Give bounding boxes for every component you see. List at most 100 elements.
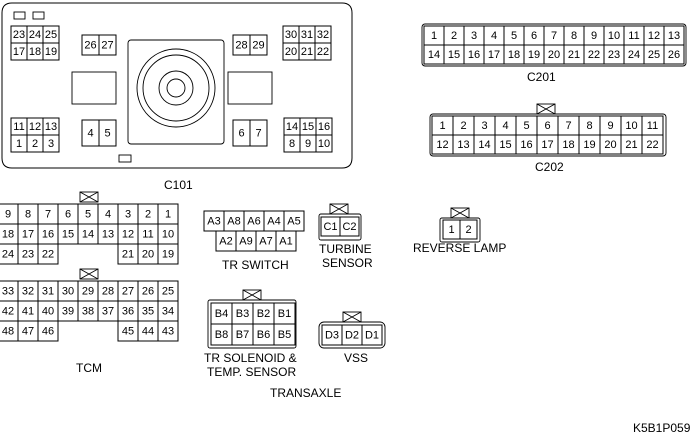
tcm-pin-label: 31 [42, 286, 54, 298]
tr-solenoid-pin-B4: B4 [210, 302, 233, 325]
c101-pin-label: 30 [285, 29, 297, 41]
tcm-pin-label: 13 [102, 229, 114, 241]
tr-switch-pin-A4: A4 [263, 210, 285, 232]
c101-pin-label: 14 [286, 121, 298, 133]
tr-switch-pin-label: A5 [287, 216, 300, 228]
c201-pin-4: 4 [483, 25, 505, 46]
tcm-pin-17: 17 [17, 223, 39, 245]
tcm-pin-label: 34 [162, 306, 174, 318]
c101-pin-20: 20 [282, 42, 300, 61]
c201-pin-label: 7 [551, 30, 557, 42]
c202-pin-label: 8 [586, 120, 592, 132]
vss-pin-label: D1 [365, 330, 379, 342]
tr-solenoid-label: TR SOLENOID & [204, 351, 297, 365]
c201-pin-label: 13 [668, 30, 680, 42]
c101-pin-label: 6 [238, 128, 244, 140]
tcm-pin-5: 5 [77, 203, 99, 225]
c202-pin-5: 5 [515, 115, 538, 136]
c101-pin-label: 7 [255, 128, 261, 140]
tr-solenoid-pin-label: B1 [278, 308, 291, 320]
tcm-pin-label: 28 [102, 286, 114, 298]
c201-pin-1: 1 [423, 25, 445, 46]
tcm-pin-label: 46 [42, 326, 54, 338]
c101-pin-label: 9 [305, 138, 311, 150]
c201-pin-2: 2 [443, 25, 465, 46]
tcm-pin-25: 25 [157, 280, 179, 302]
turbine-pin-label: C1 [323, 221, 337, 233]
tcm-pin-label: 39 [62, 306, 74, 318]
c201-pin-9: 9 [583, 25, 605, 46]
tcm-pin-16: 16 [37, 223, 59, 245]
c202-pin-7: 7 [557, 115, 580, 136]
c202-label: C202 [535, 160, 564, 174]
c202-pin-21: 21 [620, 134, 643, 155]
tcm-pin-10: 10 [157, 223, 179, 245]
tr-switch-pin-A3: A3 [203, 210, 225, 232]
tcm-pin-label: 40 [42, 306, 54, 318]
c101-pin-label: 12 [29, 121, 41, 133]
c201-pin-13: 13 [663, 25, 685, 46]
c101-pin-17: 17 [10, 42, 28, 61]
c202-pin-label: 16 [520, 139, 532, 151]
tcm-pin-31: 31 [37, 280, 59, 302]
c101-pin-18: 18 [26, 42, 44, 61]
tr-solenoid-latch [242, 289, 262, 301]
tcm-pin-2: 2 [137, 203, 159, 225]
tcm-pin-22: 22 [37, 243, 59, 265]
c101-pin-label: 20 [285, 46, 297, 58]
c101-pin-10: 10 [315, 134, 333, 153]
tcm-pin-35: 35 [137, 300, 159, 322]
tcm-pin-label: 24 [2, 249, 14, 261]
c202-pin-label: 2 [460, 120, 466, 132]
tcm-pin-label: 7 [45, 209, 51, 221]
c202-pin-label: 1 [439, 120, 445, 132]
c202-pin-14: 14 [473, 134, 496, 155]
c201-pin-3: 3 [463, 25, 485, 46]
tcm-pin-label: 42 [2, 306, 14, 318]
tcm-pin-label: 16 [42, 229, 54, 241]
c202-pin-1: 1 [431, 115, 454, 136]
tr-solenoid-pin-B2: B2 [252, 302, 275, 325]
c101-bolt-ring [158, 70, 194, 106]
c201-pin-label: 26 [668, 49, 680, 61]
tcm-pin-label: 1 [165, 209, 171, 221]
tcm-pin-18: 18 [0, 223, 19, 245]
c202-pin-20: 20 [599, 134, 622, 155]
c101-center-housing [127, 39, 225, 145]
c201-pin-label: 22 [588, 49, 600, 61]
tcm-pin-label: 32 [22, 286, 34, 298]
c201-pin-24: 24 [623, 44, 645, 65]
c201-pin-8: 8 [563, 25, 585, 46]
tr-solenoid-pin-B1: B1 [273, 302, 296, 325]
c201-pin-label: 19 [528, 49, 540, 61]
c202-pin-9: 9 [599, 115, 622, 136]
c201-pin-label: 24 [628, 49, 640, 61]
c201-pin-19: 19 [523, 44, 545, 65]
c101-pin-25: 25 [42, 25, 60, 44]
tcm-pin-label: 29 [82, 286, 94, 298]
c101-pin-label: 16 [318, 121, 330, 133]
c201-pin-17: 17 [483, 44, 505, 65]
c101-bolt-ring [136, 48, 216, 128]
turbine-latch [329, 203, 349, 215]
reverse-lamp-frame [439, 217, 481, 243]
tr-switch-pin-label: A2 [219, 236, 232, 248]
turbine-frame [318, 213, 362, 241]
tcm-pin-label: 14 [82, 229, 94, 241]
c201-pin-label: 5 [511, 30, 517, 42]
c202-pin-8: 8 [578, 115, 601, 136]
tr-switch-pin-label: A3 [207, 216, 220, 228]
c202-pin-2: 2 [452, 115, 475, 136]
c201-pin-18: 18 [503, 44, 525, 65]
c202-pin-label: 17 [541, 139, 553, 151]
tcm-pin-30: 30 [57, 280, 79, 302]
c101-pin-1: 1 [10, 134, 28, 153]
c202-pin-label: 4 [502, 120, 508, 132]
tr-switch-pin-A2: A2 [215, 230, 237, 252]
tr-solenoid-pin-label: B2 [257, 308, 270, 320]
reverse-lamp-pin-1: 1 [442, 219, 461, 240]
c101-housing [1, 2, 353, 169]
c202-pin-label: 5 [523, 120, 529, 132]
tcm-pin-12: 12 [117, 223, 139, 245]
tcm-pin-23: 23 [17, 243, 39, 265]
